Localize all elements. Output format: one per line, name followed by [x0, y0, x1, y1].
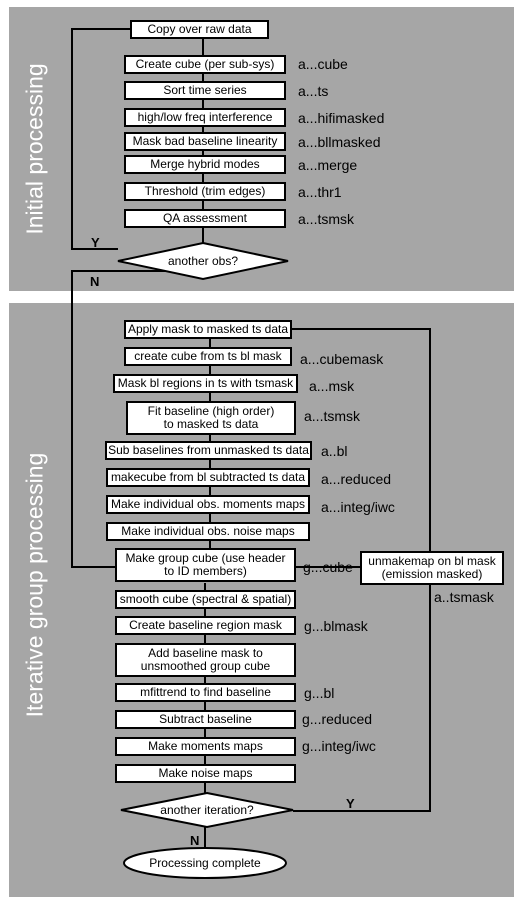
output-thr1: a...thr1 [298, 184, 342, 200]
step-merge-hybrid: Merge hybrid modes [124, 155, 286, 174]
output-g-cube: g...cube [303, 559, 353, 575]
output-bllmasked: a...bllmasked [298, 134, 381, 150]
another-obs-decision [117, 241, 289, 281]
output-g-integ: g...integ/iwc [302, 738, 376, 754]
step-make-group-cube: Make group cube (use header to ID member… [115, 548, 296, 582]
processing-complete-terminal [123, 847, 287, 879]
step-makecube: makecube from bl subtracted ts data [106, 468, 310, 487]
initial-yes-label: Y [91, 235, 100, 250]
step-smooth-cube: smooth cube (spectral & spatial) [115, 590, 296, 609]
step-threshold: Threshold (trim edges) [124, 182, 286, 201]
step-sort-time-series: Sort time series [124, 81, 286, 100]
step-baseline-region-mask: Create baseline region mask [115, 616, 296, 635]
step-unmakemap: unmakemap on bl mask (emission masked) [360, 551, 504, 585]
another-iteration-decision [120, 791, 294, 829]
step-sub-baselines: Sub baselines from unmasked ts data [105, 441, 312, 460]
initial-no-label: N [90, 274, 100, 289]
step-mfittrend: mfittrend to find baseline [115, 683, 296, 702]
step-moments-maps: Make moments maps [115, 737, 296, 756]
iterative-no-label: N [190, 833, 200, 848]
step-noise-maps-indiv: Make individual obs. noise maps [106, 522, 310, 541]
output-a-bl: a..bl [321, 443, 348, 459]
step-noise-maps: Make noise maps [115, 764, 296, 783]
output-g-blmask: g...blmask [304, 618, 368, 634]
iterative-yes-label: Y [346, 796, 355, 811]
another-obs-label: another obs? [167, 254, 239, 268]
step-add-baseline-mask: Add baseline mask to unsmoothed group cu… [115, 643, 296, 677]
processing-complete-label: Processing complete [149, 856, 261, 870]
step-create-cube: Create cube (per sub-sys) [124, 55, 286, 74]
output-a-tsmsk: a...tsmsk [304, 408, 361, 424]
output-msk: a...msk [309, 378, 355, 394]
output-tsmsk: a...tsmsk [298, 211, 355, 227]
output-hifimasked: a...hifimasked [298, 110, 385, 126]
output-a-reduced: a...reduced [321, 471, 392, 487]
output-a-integ: a...integ/iwc [321, 499, 395, 515]
step-copy-raw-data: Copy over raw data [130, 20, 269, 39]
step-mask-baseline: Mask bad baseline linearity [124, 132, 286, 151]
step-fit-baseline: Fit baseline (high order) to masked ts d… [126, 401, 296, 435]
output-cubemask: a...cubemask [300, 351, 384, 367]
step-apply-mask: Apply mask to masked ts data [124, 320, 292, 339]
step-moments-maps-indiv: Make individual obs. moments maps [106, 495, 310, 514]
step-qa-assessment: QA assessment [124, 209, 286, 228]
output-merge: a...merge [298, 157, 358, 173]
output-ts: a...ts [298, 83, 329, 99]
step-create-cube-bl-mask: create cube from ts bl mask [124, 347, 292, 366]
step-mask-bl-regions: Mask bl regions in ts with tsmask [113, 374, 298, 393]
step-interference: high/low freq interference [124, 108, 286, 127]
output-g-reduced: g...reduced [302, 711, 373, 727]
step-subtract-baseline: Subtract baseline [115, 710, 296, 729]
output-g-bl: g...bl [304, 685, 335, 701]
another-iteration-label: another iteration? [160, 803, 254, 817]
output-a-tsmask: a..tsmask [434, 589, 494, 605]
output-cube: a...cube [298, 56, 348, 72]
